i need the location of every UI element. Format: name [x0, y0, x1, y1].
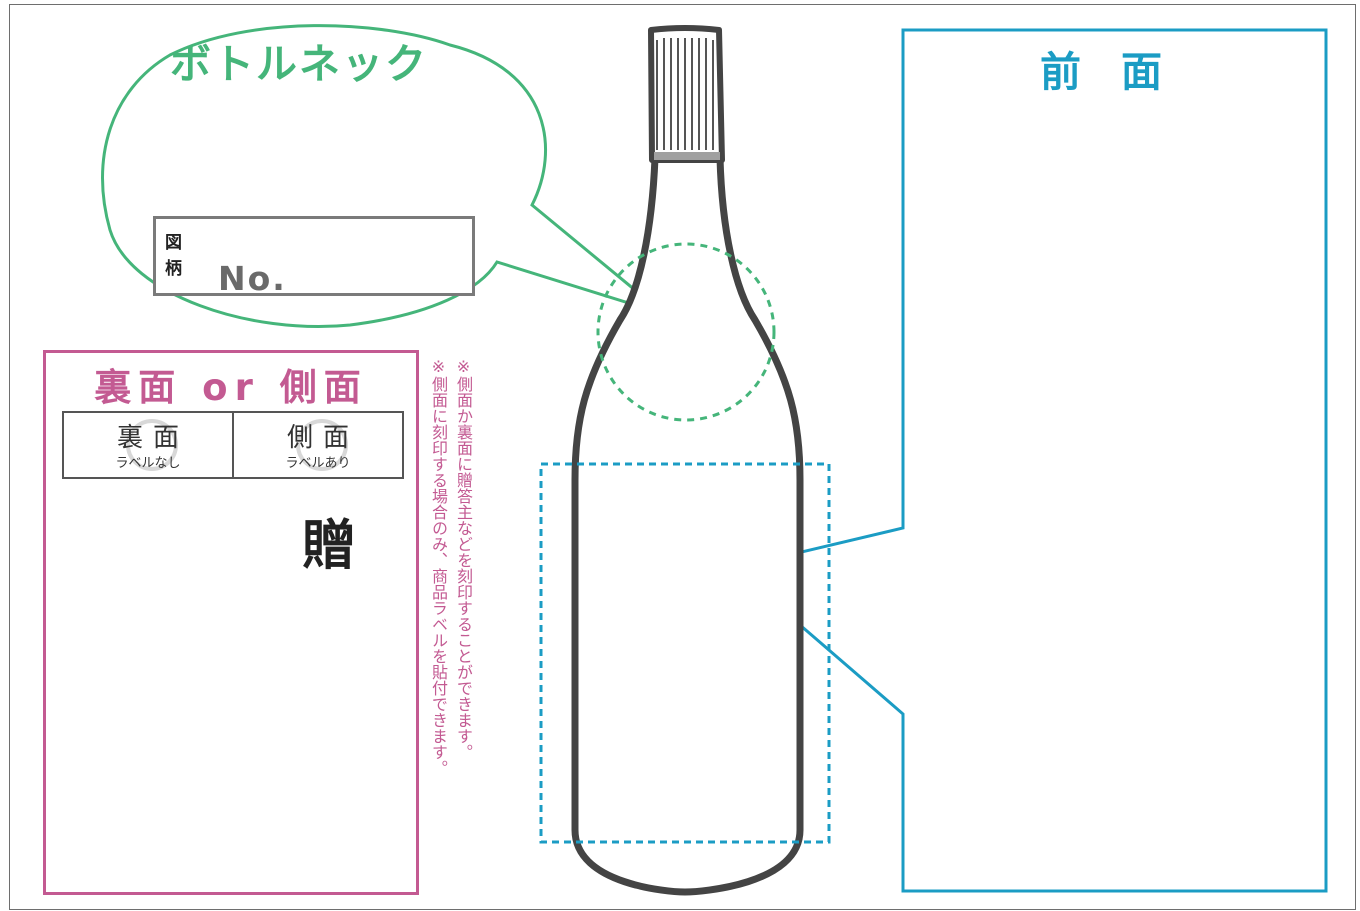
bottle-cap: [648, 25, 725, 163]
back-side-panel: 裏面 or 側面 裏面 ラベルなし 側面 ラベルあり 贈: [43, 350, 419, 895]
design-number-box: 図柄 No.: [153, 216, 475, 298]
choice-side[interactable]: 側面 ラベルあり: [232, 413, 402, 477]
choice-back-circle[interactable]: [126, 419, 178, 471]
gift-mark: 贈: [302, 513, 356, 577]
side-choice-table: 裏面 ラベルなし 側面 ラベルあり: [62, 411, 404, 479]
design-label: 図柄: [165, 233, 182, 279]
bottle-outline: [571, 154, 804, 896]
front-title: 前面: [1040, 48, 1202, 96]
choice-back-label: 裏面: [116, 423, 189, 453]
page-frame: [9, 4, 1356, 910]
design-number-label: No.: [218, 259, 287, 298]
label-note: ※側面に刻印する場合のみ、商品ラベルを貼付できます。: [429, 357, 448, 776]
back-side-title: 裏面 or 側面: [94, 366, 368, 409]
choice-back[interactable]: 裏面 ラベルなし: [64, 413, 232, 477]
front-callout-panel: [730, 28, 1328, 893]
engraving-note: ※側面か裏面に贈答主などを刻印することができます。: [454, 357, 473, 760]
choice-side-circle[interactable]: [296, 419, 348, 471]
choice-side-label: 側面: [286, 423, 359, 453]
choice-back-sublabel: ラベルなし: [115, 456, 181, 471]
neck-label-area: [596, 242, 776, 422]
bottle-neck-title: ボトルネック: [170, 40, 428, 88]
choice-side-sublabel: ラベルあり: [285, 456, 351, 471]
front-label-area: [539, 462, 831, 844]
